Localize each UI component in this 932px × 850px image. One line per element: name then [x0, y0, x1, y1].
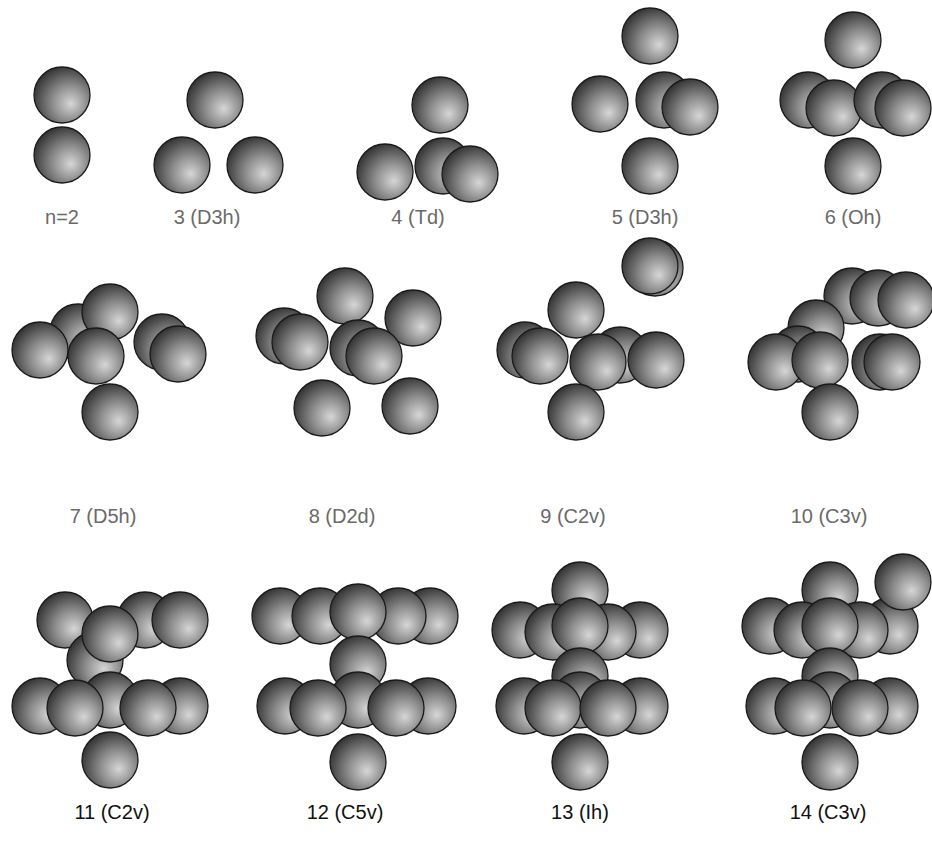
- cluster-12: [252, 584, 458, 790]
- cluster-label: 10 (C3v): [791, 504, 868, 528]
- cluster-label: 6 (Oh): [825, 205, 882, 229]
- cluster-10: [748, 268, 932, 440]
- atom-sphere: [294, 380, 350, 436]
- atom-sphere: [548, 282, 604, 338]
- atom-sphere: [47, 680, 103, 736]
- atom-sphere: [82, 606, 138, 662]
- atom-sphere: [875, 554, 931, 610]
- atom-sphere: [357, 144, 413, 200]
- atom-sphere: [875, 80, 931, 136]
- cluster-2: [34, 67, 90, 183]
- cluster-6: [780, 12, 931, 194]
- atom-sphere: [442, 146, 498, 202]
- atom-sphere: [802, 384, 858, 440]
- cluster-label: 4 (Td): [391, 205, 444, 229]
- atom-sphere: [802, 598, 858, 654]
- cluster-8: [256, 268, 441, 436]
- atom-sphere: [802, 734, 858, 790]
- cluster-label: 12 (C5v): [307, 800, 384, 824]
- atom-sphere: [412, 77, 468, 133]
- atom-sphere: [878, 272, 932, 328]
- atom-sphere: [662, 79, 718, 135]
- cluster-4: [357, 77, 498, 202]
- cluster-7: [12, 284, 206, 440]
- cluster-14: [742, 554, 931, 790]
- atom-sphere: [152, 592, 208, 648]
- atom-sphere: [68, 328, 124, 384]
- atom-sphere: [792, 332, 848, 388]
- cluster-label: 7 (D5h): [70, 504, 137, 528]
- atom-sphere: [570, 334, 626, 390]
- cluster-5: [572, 8, 718, 194]
- cluster-label: 13 (Ih): [551, 800, 609, 824]
- atom-sphere: [227, 137, 283, 193]
- atom-sphere: [548, 384, 604, 440]
- atom-sphere: [330, 584, 386, 640]
- atom-sphere: [864, 334, 920, 390]
- atom-sphere: [512, 328, 568, 384]
- cluster-13: [492, 562, 668, 790]
- cluster-label: 14 (C3v): [790, 800, 867, 824]
- atom-sphere: [82, 384, 138, 440]
- cluster-11: [12, 592, 208, 788]
- atom-sphere: [12, 322, 68, 378]
- atom-sphere: [34, 127, 90, 183]
- cluster-9: [497, 238, 684, 440]
- atom-sphere: [622, 8, 678, 64]
- atom-sphere: [34, 67, 90, 123]
- atom-sphere: [806, 80, 862, 136]
- atom-sphere: [825, 12, 881, 68]
- cluster-label: 11 (C2v): [74, 800, 149, 824]
- cluster-3: [154, 72, 283, 193]
- atom-sphere: [120, 680, 176, 736]
- atom-sphere: [290, 680, 346, 736]
- atom-sphere: [154, 137, 210, 193]
- atom-sphere: [272, 314, 328, 370]
- atom-sphere: [552, 598, 608, 654]
- atom-sphere: [382, 378, 438, 434]
- atom-sphere: [552, 734, 608, 790]
- atom-sphere: [82, 732, 138, 788]
- atom-sphere: [150, 326, 206, 382]
- atom-sphere: [346, 328, 402, 384]
- atom-sphere: [825, 138, 881, 194]
- atom-sphere: [317, 268, 373, 324]
- atom-sphere: [330, 734, 386, 790]
- cluster-label: 8 (D2d): [309, 504, 376, 528]
- cluster-label: 5 (D3h): [612, 205, 679, 229]
- atom-sphere: [622, 238, 678, 294]
- atom-sphere: [572, 76, 628, 132]
- cluster-label: 3 (D3h): [174, 205, 241, 229]
- cluster-label: 9 (C2v): [540, 504, 606, 528]
- atom-sphere: [775, 680, 831, 736]
- atom-sphere: [622, 138, 678, 194]
- atom-sphere: [628, 332, 684, 388]
- atom-sphere: [580, 680, 636, 736]
- atom-sphere: [832, 680, 888, 736]
- atom-sphere: [368, 680, 424, 736]
- atom-sphere: [525, 680, 581, 736]
- atom-sphere: [187, 72, 243, 128]
- cluster-label: n=2: [45, 205, 79, 229]
